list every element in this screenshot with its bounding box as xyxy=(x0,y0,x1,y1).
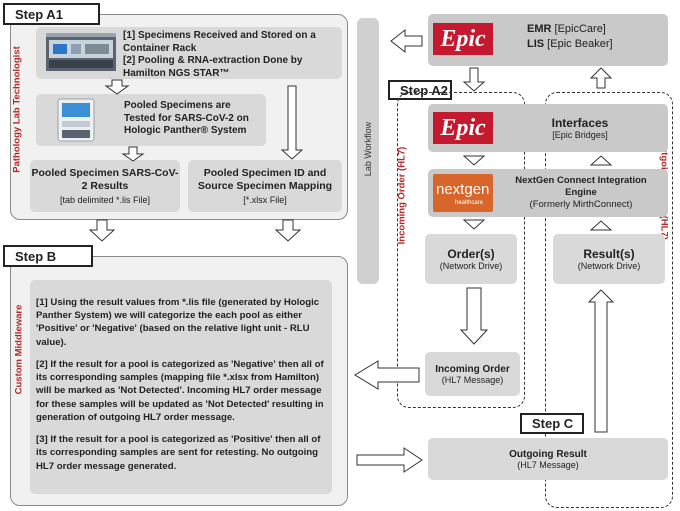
orders-box: Order(s) (Network Drive) xyxy=(425,234,517,284)
hamilton-instrument-image xyxy=(45,31,117,73)
arrow-rack-to-mapping xyxy=(280,85,304,160)
step-c-label: Step C xyxy=(520,413,584,434)
epic-logo: Epic xyxy=(433,23,493,55)
incoming-order-box: Incoming Order (HL7 Message) xyxy=(425,352,520,396)
pooled-results-box: Pooled Specimen SARS-CoV-2 Results [tab … xyxy=(30,160,180,212)
arrow-outgoing-to-emr xyxy=(589,67,613,89)
arrow-results-to-b xyxy=(88,219,116,242)
arrow-rack-to-panther xyxy=(104,79,130,95)
logic-step-1: [1] Using the result values from *.lis f… xyxy=(36,297,320,348)
specimens-text: [1] Specimens Received and Stored on a C… xyxy=(123,30,316,79)
arrow-interfaces-to-nextgen xyxy=(462,155,486,166)
nextgen-text: NextGen Connect Integration Engine (Form… xyxy=(515,175,647,210)
arrow-mapping-to-b xyxy=(274,219,302,242)
incoming-order-region xyxy=(397,92,525,408)
logic-step-2: [2] If the result for a pool is categori… xyxy=(36,358,324,423)
epic-bridges-logo: Epic xyxy=(433,112,493,144)
arrow-middleware-to-outgoing xyxy=(356,447,423,473)
step-b-label: Step B xyxy=(3,245,93,267)
outgoing-result-box: Outgoing Result (HL7 Message) xyxy=(428,438,668,480)
arrow-results-to-nextgen xyxy=(589,220,613,231)
arrow-outgoing-to-results xyxy=(587,289,615,433)
arrow-incoming-to-middleware xyxy=(354,360,420,390)
nextgen-logo: nextgen healthcare xyxy=(433,174,493,212)
emr-lis-text: EMR [EpicCare] LIS [Epic Beaker] xyxy=(527,23,613,50)
arrow-epic-to-workflow xyxy=(390,28,423,54)
arrow-nextgen-to-orders xyxy=(462,219,486,230)
arrow-nextgen-to-interfaces xyxy=(589,155,613,166)
arrow-orders-to-incoming xyxy=(459,287,489,345)
outgoing-result-region xyxy=(545,92,673,508)
results-box: Result(s) (Network Drive) xyxy=(553,234,665,284)
arrow-emr-to-interfaces xyxy=(462,67,486,92)
step-a1-label: Step A1 xyxy=(3,3,100,25)
specimen-mapping-box: Pooled Specimen ID and Source Specimen M… xyxy=(188,160,342,212)
middleware-logic-box: [1] Using the result values from *.lis f… xyxy=(30,280,332,494)
arrow-panther-to-results xyxy=(121,146,145,162)
panther-instrument-image xyxy=(56,97,96,143)
interfaces-text: Interfaces [Epic Bridges] xyxy=(551,116,609,140)
logic-step-3: [3] If the result for a pool is categori… xyxy=(36,434,321,472)
lab-workflow-bar xyxy=(357,18,379,284)
panther-text: Pooled Specimens are Tested for SARS-CoV… xyxy=(124,100,249,136)
